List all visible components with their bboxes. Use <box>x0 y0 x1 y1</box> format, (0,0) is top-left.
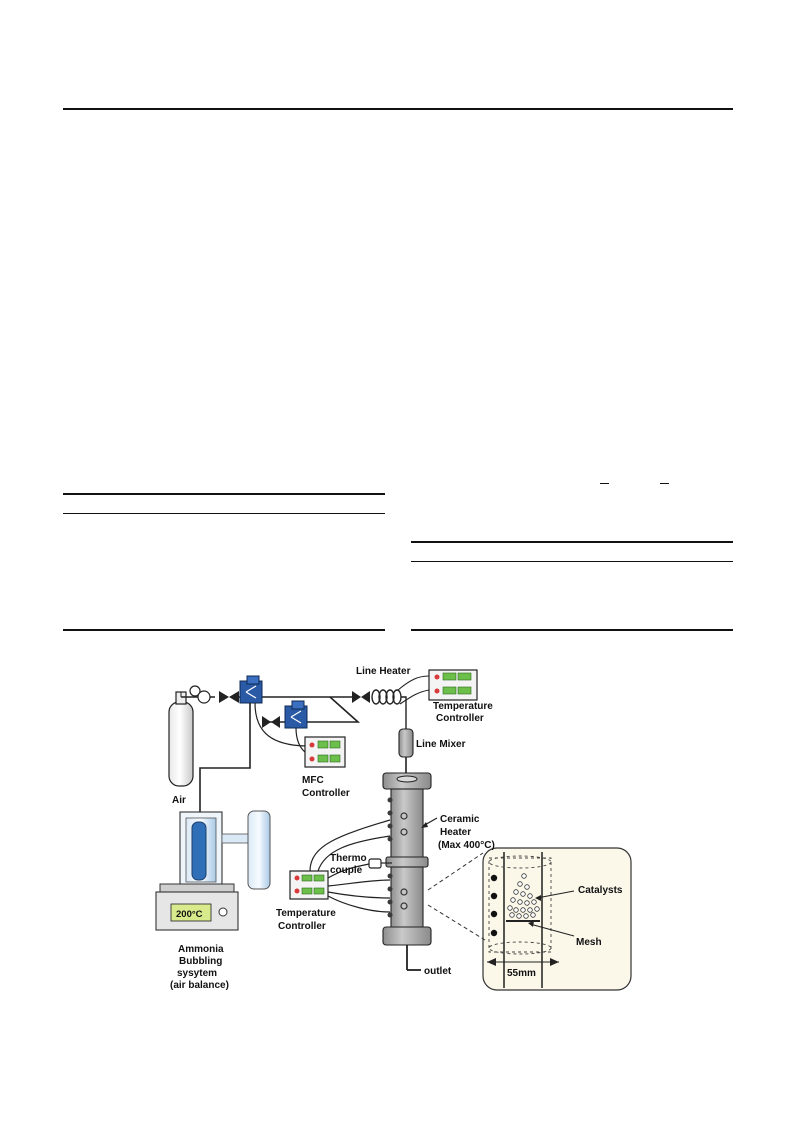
mfc-signal-wire-2 <box>295 727 306 753</box>
catalysts-label: Catalysts <box>578 885 623 896</box>
mfc-unit-2 <box>284 700 308 729</box>
reactor-column <box>382 772 432 971</box>
inset-zoom-lines <box>427 852 486 941</box>
catalyst-pellets <box>507 873 540 919</box>
catalyst-bed-inset <box>482 847 632 991</box>
right-table-top-rule <box>411 541 733 543</box>
ceramic-heater-label-1: Ceramic <box>440 814 480 825</box>
air-label: Air <box>172 795 186 806</box>
line-heater-wire-1 <box>397 675 430 691</box>
ammonia-bubbler <box>155 810 271 931</box>
overbar-mark-2 <box>660 483 669 484</box>
mfc-controller-label-2: Controller <box>302 788 350 799</box>
bypass-gas-line <box>262 696 361 723</box>
air-gas-cylinder <box>168 691 194 787</box>
temperature-controller-top <box>428 669 478 701</box>
line-mixer <box>398 728 414 775</box>
temperature-controller-top-label-1: Temperature <box>433 701 493 712</box>
right-table-header-rule <box>411 561 733 562</box>
mfc-controller <box>304 736 346 768</box>
right-table-bottom-rule <box>411 629 733 631</box>
ammonia-system-label-1: Ammonia <box>178 944 224 955</box>
left-table-bottom-rule <box>63 629 385 631</box>
hotplate-display-text: 200°C <box>176 909 203 920</box>
valve-3 <box>352 691 370 703</box>
temperature-controller-top-label-2: Controller <box>436 713 484 724</box>
ammonia-system-label-2: Bubbling <box>179 956 222 967</box>
inset-width-label: 55mm <box>507 968 536 979</box>
ammonia-feed-line <box>199 703 251 812</box>
mfc-unit-1 <box>239 675 263 704</box>
line-mixer-label: Line Mixer <box>416 739 466 750</box>
ammonia-system-label-4: (air balance) <box>170 980 229 991</box>
mfc-controller-label-1: MFC <box>302 775 324 786</box>
temperature-controller-left-label-2: Controller <box>278 921 326 932</box>
line-heater-wire-2 <box>399 689 430 705</box>
thermocouple-label-2: couple <box>330 865 363 876</box>
left-table-header-rule <box>63 513 385 514</box>
ceramic-heater-arrowhead <box>421 822 428 828</box>
pressure-regulator <box>181 685 215 704</box>
ammonia-system-label-3: sysytem <box>177 968 217 979</box>
heater-control-wires <box>309 819 391 913</box>
valve-2 <box>262 716 280 728</box>
mfc-signal-wire-1 <box>254 702 306 747</box>
left-table-top-rule <box>63 493 385 495</box>
overbar-mark-1 <box>600 483 609 484</box>
heater-ports <box>387 797 408 918</box>
temperature-controller-left <box>289 870 329 900</box>
line-heater-coil <box>371 689 407 730</box>
top-rule <box>63 108 733 110</box>
valve-1 <box>219 691 239 703</box>
temperature-controller-left-label-1: Temperature <box>276 908 336 919</box>
thermocouple <box>368 858 392 869</box>
thermocouple-label-1: Thermo <box>330 853 367 864</box>
mesh-label: Mesh <box>576 937 602 948</box>
ceramic-heater-label-3: (Max 400°C) <box>438 840 495 851</box>
ceramic-heater-label-2: Heater <box>440 827 471 838</box>
line-heater-label: Line Heater <box>356 666 411 677</box>
outlet-label: outlet <box>424 966 452 977</box>
